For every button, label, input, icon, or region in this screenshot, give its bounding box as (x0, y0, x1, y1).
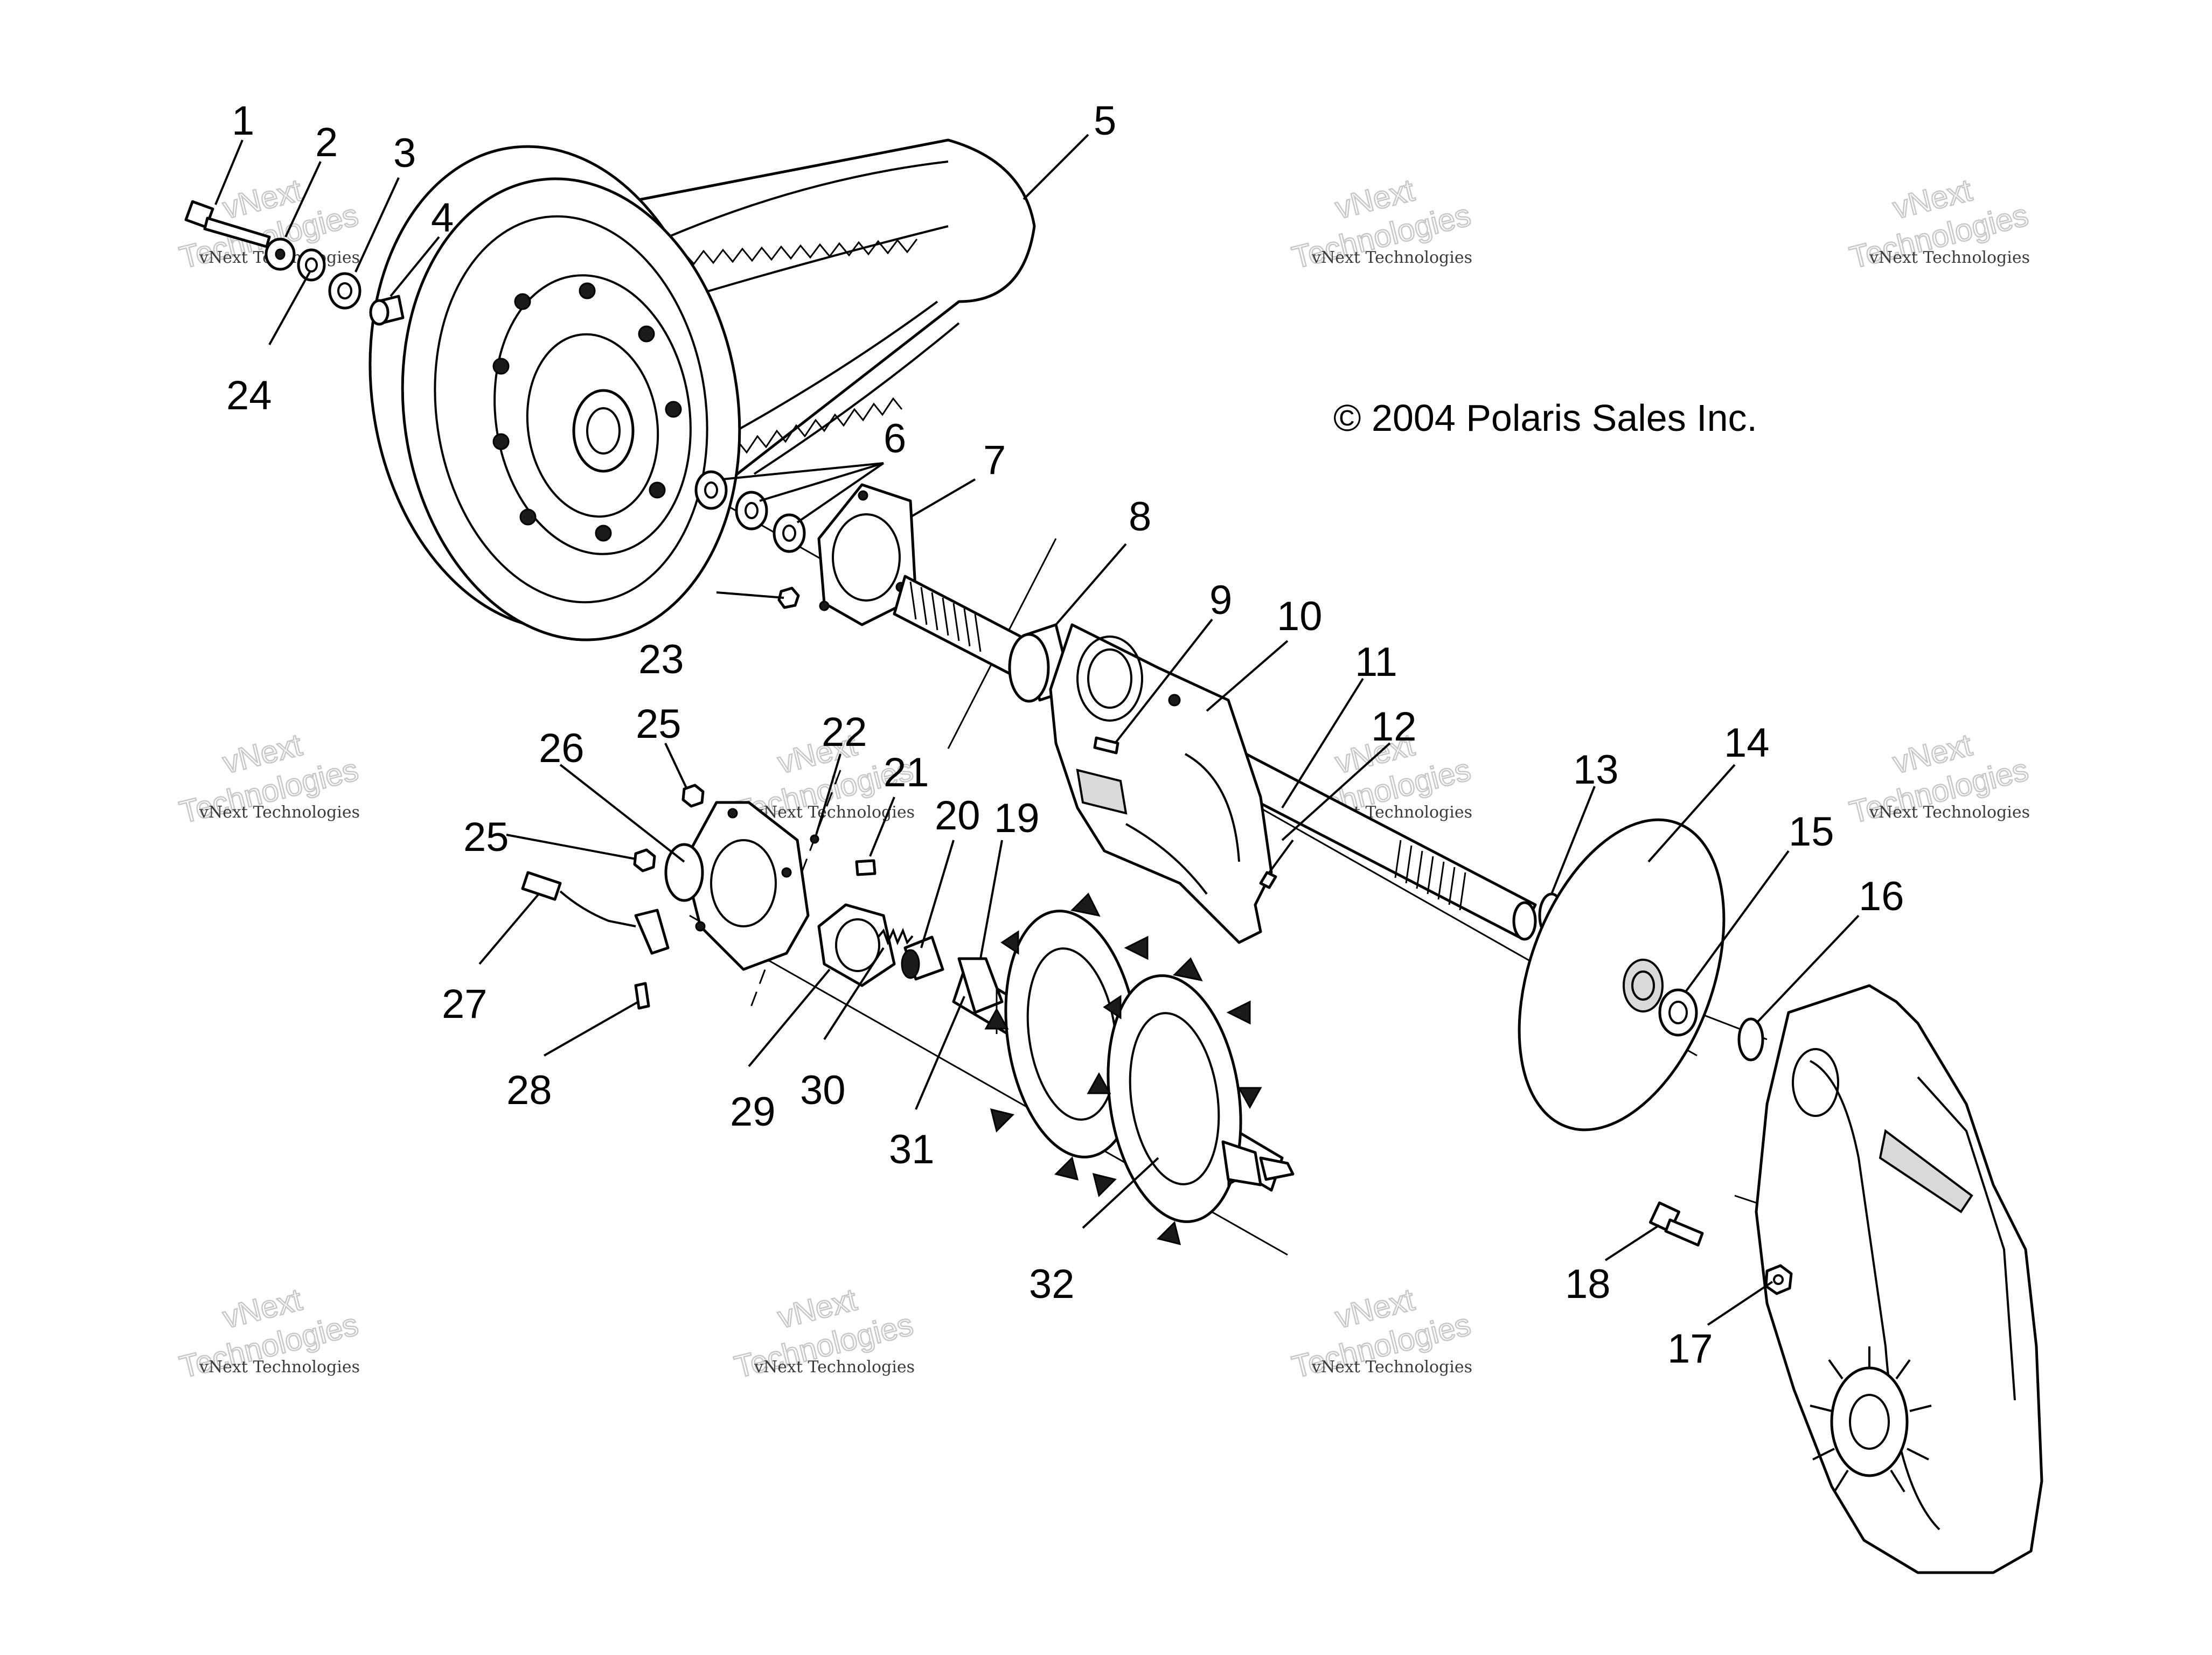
callout-25-lower: 25 (463, 814, 509, 860)
ring-16 (1737, 1017, 1764, 1062)
bearing-plate-26 (664, 801, 810, 971)
callout-6: 6 (884, 416, 906, 462)
callout-5: 5 (1094, 98, 1116, 144)
bearing-flange-7 (817, 483, 917, 626)
callout-2: 2 (315, 120, 338, 165)
callout-15: 15 (1789, 809, 1834, 855)
callout-1: 1 (232, 98, 254, 144)
driven-clutch (368, 145, 741, 641)
callout-14: 14 (1724, 720, 1770, 766)
callout-18: 18 (1565, 1261, 1611, 1307)
washer-2 (265, 238, 296, 271)
callout-12: 12 (1371, 704, 1417, 750)
callout-10: 10 (1277, 593, 1323, 639)
callout-7: 7 (983, 437, 1006, 483)
stud-21 (855, 859, 877, 876)
screw-9 (1093, 736, 1119, 755)
gasket-29 (817, 903, 896, 987)
chaincase-sprocket (1810, 1346, 1932, 1493)
nut-23 (777, 586, 800, 609)
callout-25-upper: 25 (636, 701, 681, 747)
callout-23: 23 (638, 637, 684, 682)
bolt-18 (1648, 1201, 1704, 1247)
callout-4: 4 (431, 195, 454, 241)
watermark-small: vNext Technologies (1869, 803, 2030, 822)
watermark-small: vNext Technologies (1869, 248, 2030, 267)
callout-11: 11 (1355, 639, 1397, 685)
shaft-splines-right (1394, 840, 1466, 911)
callout-19: 19 (994, 795, 1040, 841)
callout-24: 24 (226, 373, 272, 418)
callout-26: 26 (539, 725, 585, 771)
watermark-small: vNext Technologies (199, 1358, 360, 1377)
callout-32: 32 (1029, 1261, 1075, 1307)
driveshaft-assembly (952, 892, 1295, 1246)
bearing-housing-10 (1049, 623, 1273, 944)
speed-sensor-27 (521, 871, 670, 955)
washer-24 (297, 248, 326, 282)
copyright-notice: © 2004 Polaris Sales Inc. (1333, 397, 1757, 439)
spacer-4 (369, 295, 405, 326)
callout-27: 27 (442, 981, 488, 1027)
callout-8: 8 (1129, 494, 1151, 540)
washer-3 (328, 272, 361, 310)
bearing-8 (1008, 623, 1074, 703)
leader-lines (214, 134, 1860, 1326)
callout-17: 17 (1667, 1326, 1713, 1372)
watermark-small: vNext Technologies (1311, 1358, 1472, 1377)
callout-30: 30 (800, 1067, 846, 1113)
seal-15 (1658, 988, 1698, 1037)
screw-12 (1259, 839, 1294, 889)
callout-9: 9 (1209, 577, 1232, 623)
callout-29: 29 (730, 1089, 776, 1135)
callout-16: 16 (1859, 874, 1904, 919)
callout-3: 3 (393, 130, 416, 176)
shaft-splines-left (909, 581, 982, 652)
callout-21: 21 (884, 750, 929, 795)
watermark-small: vNext Technologies (754, 1358, 915, 1377)
callout-31: 31 (889, 1127, 935, 1172)
watermark-small: vNext Technologies (1311, 248, 1472, 267)
dowel-22 (810, 834, 819, 844)
sprocket-disc-14 (1518, 818, 1726, 1132)
callout-13: 13 (1573, 747, 1619, 793)
spring-30 (877, 927, 914, 946)
bearing-20 (901, 935, 944, 981)
callout-20: 20 (935, 793, 980, 839)
bolt-28 (634, 982, 650, 1010)
nut-25-lower (633, 848, 656, 872)
clutch-bolts (492, 282, 682, 542)
callouts: 1 2 3 4 5 6 7 8 9 10 11 12 13 14 15 16 1… (226, 98, 1904, 1372)
callout-22: 22 (822, 709, 867, 755)
chaincase-housing (1755, 984, 2043, 1574)
nut-25-upper (681, 784, 705, 808)
nut-17 (1764, 1264, 1793, 1295)
watermark-small: vNext Technologies (199, 803, 360, 822)
callout-28: 28 (506, 1067, 552, 1113)
track-drive-sprocket-right (1087, 957, 1262, 1246)
washers-6 (694, 470, 806, 553)
